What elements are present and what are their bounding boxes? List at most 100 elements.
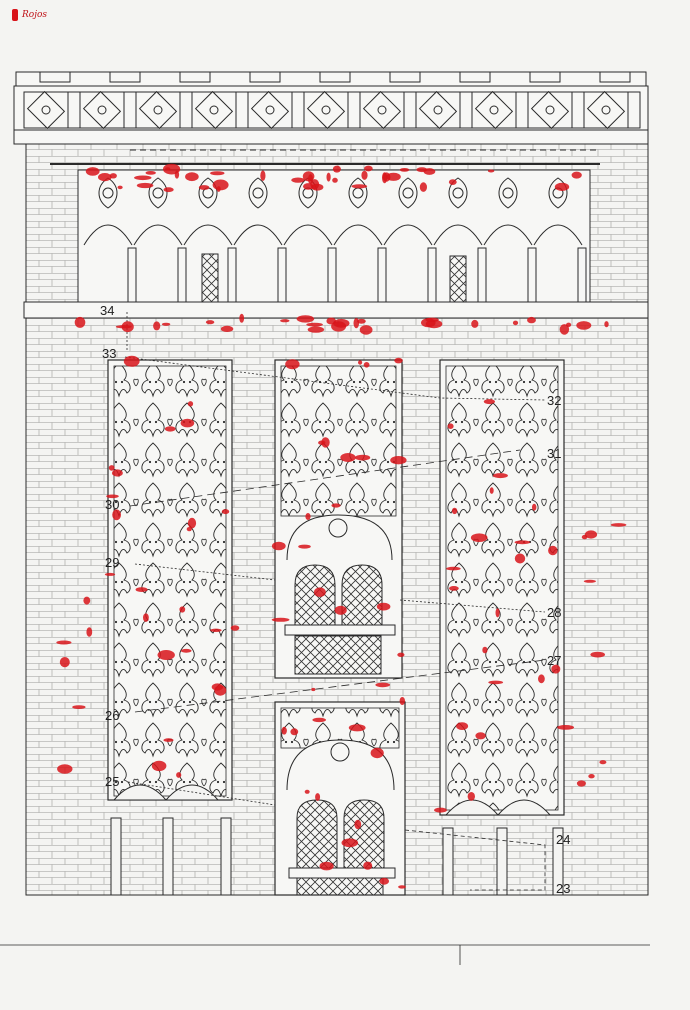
red-mark [399, 697, 405, 705]
red-mark [260, 170, 266, 181]
red-mark [419, 182, 427, 192]
red-swatch [12, 9, 18, 21]
red-mark [271, 617, 290, 622]
red-mark [375, 682, 391, 688]
red-mark [451, 507, 458, 515]
red-mark [109, 173, 117, 179]
red-mark [489, 487, 494, 494]
annotation-32: 32 [547, 393, 561, 408]
red-mark [332, 165, 341, 173]
parapet-panel [359, 90, 417, 130]
red-mark [185, 172, 199, 182]
red-mark [348, 724, 366, 732]
annotation-34: 34 [100, 303, 114, 318]
red-mark [321, 437, 330, 448]
red-mark [187, 401, 194, 407]
red-mark [359, 325, 373, 335]
red-mark [112, 509, 121, 521]
red-mark [532, 503, 537, 511]
central-upper-window [274, 359, 403, 679]
red-mark [492, 473, 508, 479]
red-mark [108, 465, 115, 471]
red-mark [483, 399, 495, 405]
red-mark [176, 772, 182, 778]
red-mark [340, 453, 356, 462]
red-mark [357, 318, 366, 324]
red-mark [399, 168, 410, 172]
red-mark [527, 316, 536, 324]
red-mark [210, 171, 225, 176]
red-mark [370, 747, 384, 759]
parapet-panels [23, 71, 641, 130]
red-mark [557, 725, 575, 730]
red-mark [153, 321, 161, 331]
red-mark [332, 177, 338, 183]
red-mark [576, 321, 592, 330]
annotation-33: 33 [102, 346, 116, 361]
red-mark [482, 646, 488, 654]
red-mark [334, 605, 347, 615]
red-mark [394, 357, 403, 364]
red-mark [221, 509, 230, 515]
red-mark [121, 321, 134, 333]
red-mark [446, 566, 461, 571]
red-mark [488, 680, 504, 685]
red-mark [398, 885, 406, 889]
red-mark [307, 326, 325, 333]
red-mark [85, 167, 100, 176]
red-mark [165, 167, 171, 171]
right-tracery-panel [439, 359, 565, 816]
red-mark [584, 530, 598, 539]
red-mark [86, 627, 93, 637]
red-mark [456, 722, 469, 730]
red-mark [56, 640, 72, 645]
annotation-31: 31 [547, 446, 561, 461]
red-mark [163, 187, 174, 193]
red-mark [610, 523, 627, 527]
red-mark [161, 322, 171, 326]
red-mark [163, 738, 174, 742]
parapet-panel [191, 90, 249, 130]
red-mark [588, 774, 595, 779]
red-mark [104, 572, 116, 576]
red-mark [514, 553, 526, 564]
red-mark [216, 186, 221, 192]
red-mark [210, 628, 222, 632]
red-mark [576, 780, 586, 787]
red-mark [271, 541, 286, 551]
red-mark [315, 793, 321, 801]
red-mark [390, 456, 407, 465]
red-mark [57, 764, 73, 774]
red-mark [302, 171, 315, 182]
red-mark [551, 664, 561, 674]
red-mark [512, 320, 519, 326]
red-mark [467, 792, 475, 801]
red-mark [306, 322, 323, 327]
red-mark [179, 606, 186, 613]
red-mark [151, 760, 167, 772]
red-mark [290, 728, 299, 736]
red-mark [353, 318, 360, 329]
red-mark [514, 540, 531, 545]
annotation-labels: 34 33 32 31 30 29 28 27 26 25 24 23 [100, 303, 570, 896]
red-mark [538, 674, 545, 684]
red-mark [326, 172, 331, 182]
red-mark [310, 179, 320, 190]
red-mark [351, 184, 368, 189]
loggia-arcade [83, 177, 587, 305]
red-mark [157, 650, 175, 660]
red-mark [304, 789, 310, 794]
red-mark [326, 317, 337, 325]
red-mark [333, 318, 350, 328]
red-mark [397, 652, 405, 657]
red-mark [212, 179, 229, 191]
red-mark [319, 861, 334, 871]
red-mark [548, 545, 558, 556]
red-mark [214, 685, 227, 696]
red-mark [83, 596, 91, 605]
annotation-leaders [124, 312, 546, 891]
loggia-arch [383, 177, 437, 305]
red-mark [434, 807, 447, 813]
red-mark [487, 169, 495, 173]
